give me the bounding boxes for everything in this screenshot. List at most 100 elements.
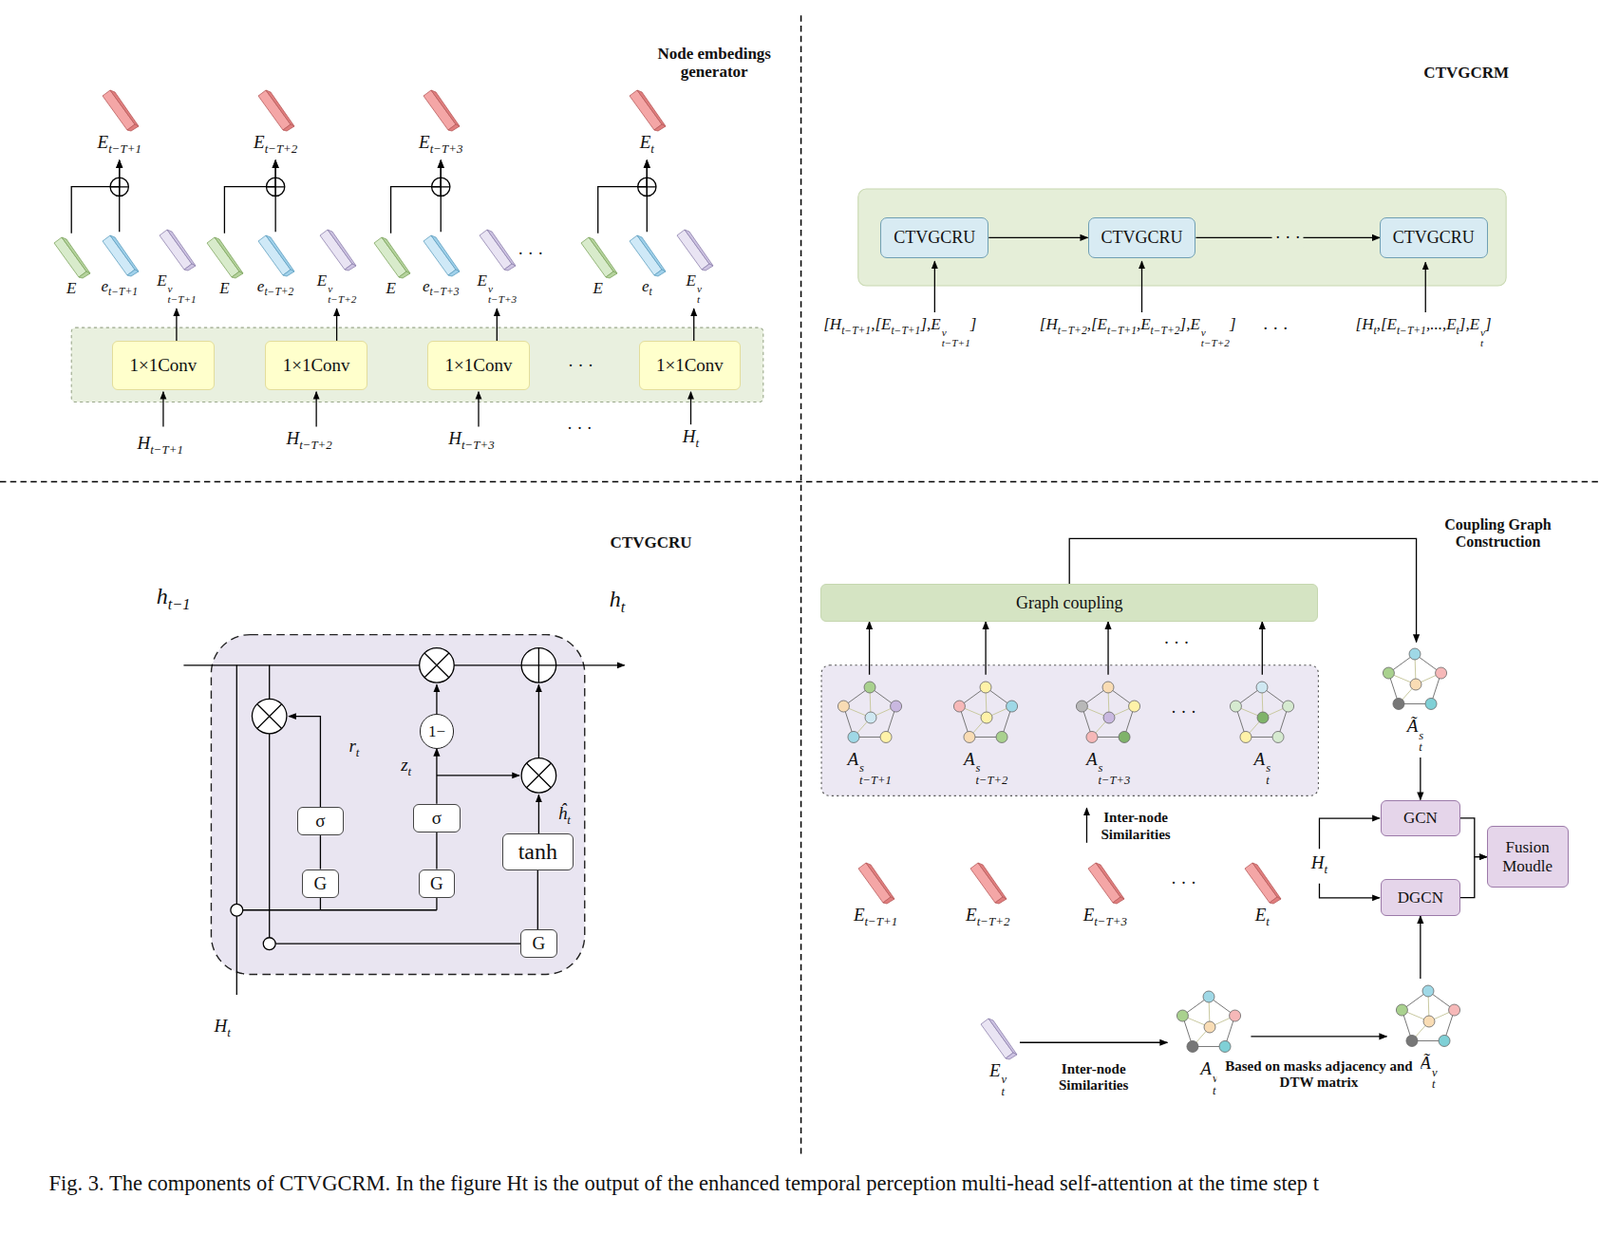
- symbol-label: [Ht−T+1,[Et−T+1],Evt−T+1]: [823, 316, 977, 350]
- bar-side: [1095, 863, 1125, 900]
- recurrent-band: [858, 188, 1506, 286]
- bar-face: [629, 235, 662, 276]
- symbol-label: Ast−T+2: [963, 749, 1008, 788]
- bar-end: [605, 271, 618, 279]
- graph-vertex: [1240, 731, 1252, 743]
- symbol-label: ht−1: [156, 583, 191, 615]
- bar-end: [448, 124, 460, 132]
- bar-face: [858, 863, 891, 904]
- operator-symbol: [257, 704, 283, 730]
- graph-vertex: [864, 681, 876, 694]
- operator-circle: 1−: [419, 714, 455, 750]
- bar-side: [637, 90, 666, 127]
- bar-shape: [255, 88, 296, 132]
- bar-face: [102, 90, 135, 131]
- sum-symbol: [110, 177, 657, 196]
- symbol-label: ĥt: [558, 803, 571, 829]
- connector: [646, 160, 648, 232]
- embedding-bar: Et−T+2: [251, 86, 300, 161]
- process-box: σ: [297, 807, 344, 836]
- graph-shape: [1168, 986, 1249, 1059]
- symbol-label: E: [385, 279, 396, 299]
- operator-symbol: [521, 648, 557, 684]
- process-box: σ: [413, 804, 460, 833]
- bar-side: [110, 235, 139, 272]
- bar-face: [677, 229, 710, 270]
- graph-shape: [1374, 643, 1455, 716]
- connector: [71, 160, 120, 234]
- bar-side: [588, 237, 618, 274]
- connector: [175, 308, 177, 341]
- symbol-label: Ht: [682, 426, 699, 452]
- connector: [1460, 818, 1488, 858]
- cell-wire: [320, 898, 321, 911]
- graph-vertex: [1256, 681, 1268, 694]
- bar-end: [398, 271, 411, 279]
- input-arrow: [690, 392, 692, 425]
- bar-face: [581, 237, 614, 278]
- operator-symbol: [419, 648, 455, 684]
- bar-end: [127, 269, 139, 277]
- ellipsis: · · ·: [1164, 633, 1190, 654]
- conv-band: [71, 327, 764, 402]
- process-box: G: [520, 929, 558, 959]
- graph-vertex: [1204, 1021, 1216, 1034]
- box-label: G: [314, 873, 328, 895]
- embedding-bar: Et−T+3: [416, 86, 465, 161]
- bar-face: [159, 229, 192, 270]
- graph-vertex: [953, 700, 965, 713]
- graph-vertex: [1086, 731, 1098, 743]
- graph-vertex: [1272, 731, 1284, 743]
- process-box: tanh: [502, 833, 574, 871]
- connector: [598, 160, 648, 234]
- bar-end: [1269, 897, 1281, 904]
- cell-wire: [288, 716, 320, 809]
- operator-symbol: [424, 653, 450, 678]
- recurrent-band: [858, 188, 1506, 286]
- graph-vertex: [1422, 985, 1434, 998]
- process-box: CTVGCRU: [1088, 217, 1197, 259]
- input-arrow: [1141, 261, 1143, 313]
- graph-vertex: [1383, 667, 1395, 679]
- graph-vertex: [1435, 667, 1448, 679]
- box-label: 1×1Conv: [282, 355, 351, 377]
- process-box: CTVGCRU: [880, 217, 989, 259]
- embedding-bar: E: [202, 233, 246, 302]
- cell-wire: [436, 774, 520, 776]
- connector: [1419, 757, 1421, 801]
- connector: [1107, 621, 1109, 676]
- input-arrow: [934, 261, 936, 313]
- symbol-label: Et−T+3: [1083, 904, 1128, 930]
- coupling-band: Graph coupling: [820, 583, 1318, 622]
- ellipsis: · · ·: [517, 243, 544, 264]
- box-label: 1×1Conv: [129, 355, 197, 377]
- ellipsis: · · ·: [566, 418, 593, 439]
- input-arrow: [934, 261, 1426, 313]
- process-box: 1×1Conv: [264, 340, 367, 391]
- graph-vertex: [1282, 700, 1295, 713]
- bar-shape: [674, 227, 715, 272]
- cell-wire: [269, 943, 521, 945]
- bar-end: [448, 269, 460, 277]
- symbol-label: Ht−T+1: [137, 432, 184, 458]
- connector: [693, 308, 695, 341]
- bar-face: [479, 229, 512, 270]
- graph-vertex: [1118, 731, 1130, 743]
- process-box: 1×1Conv: [427, 340, 529, 391]
- section-title: CTVGCRU: [610, 533, 693, 553]
- operator-symbol: [521, 648, 557, 684]
- conv-band: [71, 327, 764, 402]
- ellipsis: · · ·: [567, 355, 594, 376]
- symbol-label: Et: [1255, 904, 1270, 930]
- embedding-bar: Et: [624, 86, 669, 161]
- graph-outline: [843, 687, 896, 737]
- graph-vertex: [980, 712, 993, 724]
- connector: [440, 160, 442, 232]
- bar-shape: [99, 88, 140, 132]
- connector: [988, 237, 1088, 239]
- connector: [1019, 1042, 1168, 1044]
- embedding-bar: Et−T+1: [851, 859, 900, 934]
- bar-shape: [855, 861, 896, 905]
- graph-vertex: [880, 731, 892, 743]
- bar-shape: [420, 233, 461, 278]
